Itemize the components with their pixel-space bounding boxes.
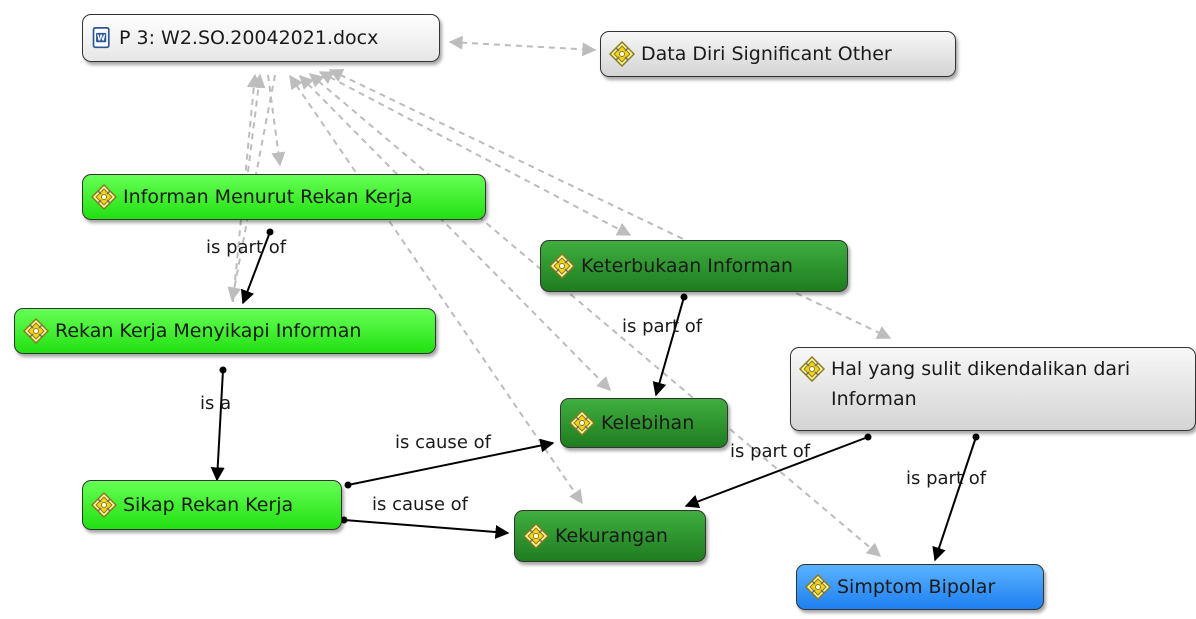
- node-label: Rekan Kerja Menyikapi Informan: [55, 320, 362, 342]
- doc-link-informan-menurut-a: [247, 73, 266, 173]
- edge-sikap-to-kelebihan: [347, 438, 555, 486]
- edge-dot: [344, 481, 352, 489]
- code-diamond-icon: [549, 253, 575, 279]
- code-diamond-icon: [609, 41, 635, 67]
- edge-keterbukaan-to-kelebihan: [652, 296, 685, 397]
- edge-label-is-part-of: is part of: [622, 316, 703, 337]
- edge-halsulit-to-kekurangan: [684, 436, 869, 509]
- word-document-icon: W: [92, 27, 110, 49]
- node-label: Informan Menurut Rekan Kerja: [123, 186, 413, 208]
- edge-label-is-cause-of: is cause of: [395, 432, 491, 453]
- edge-rekan-to-sikap: [210, 369, 225, 482]
- edge-dot: [864, 433, 872, 441]
- document-node[interactable]: W P 3: W2.SO.20042021.docx: [82, 14, 440, 62]
- node-label: Hal yang sulit dikendalikan dari Informa…: [831, 358, 1131, 410]
- node-kekurangan[interactable]: Kekurangan: [514, 510, 706, 562]
- edge-label-is-part-of: is part of: [730, 441, 811, 462]
- node-label: Data Diri Significant Other: [641, 43, 892, 65]
- edge-informan-to-rekan: [240, 231, 271, 305]
- node-sikap-rekan-kerja[interactable]: Sikap Rekan Kerja: [82, 480, 342, 530]
- edge-dot: [680, 293, 688, 301]
- code-diamond-icon: [523, 523, 549, 549]
- code-diamond-icon: [91, 492, 117, 518]
- node-label: Sikap Rekan Kerja: [123, 494, 294, 516]
- code-diamond-icon: [23, 318, 49, 344]
- doc-link-informan-menurut-b: [267, 74, 286, 167]
- code-diamond-icon: [799, 356, 825, 382]
- node-rekan-kerja-menyikapi-informan[interactable]: Rekan Kerja Menyikapi Informan: [14, 308, 436, 354]
- node-label: Kelebihan: [601, 412, 695, 434]
- node-label: Kekurangan: [555, 525, 668, 547]
- edge-label-is-part-of: is part of: [206, 237, 287, 258]
- doc-link-hal-sulit: [328, 69, 892, 339]
- edge-halsulit-to-simptom: [932, 436, 977, 562]
- edge-label-is-cause-of: is cause of: [372, 494, 468, 515]
- node-informan-menurut-rekan-kerja[interactable]: Informan Menurut Rekan Kerja: [82, 174, 486, 220]
- document-node-label: P 3: W2.SO.20042021.docx: [119, 27, 379, 49]
- code-diamond-icon: [91, 184, 117, 210]
- edge-label-is-part-of: is part of: [906, 468, 987, 489]
- edge-dot: [266, 228, 274, 236]
- edge-dot: [972, 433, 980, 441]
- edge-label-is-a: is a: [200, 393, 232, 414]
- node-hal-yang-sulit-dikendalikan[interactable]: Hal yang sulit dikendalikan dari Informa…: [790, 347, 1196, 431]
- node-keterbukaan-informan[interactable]: Keterbukaan Informan: [540, 240, 848, 292]
- code-diamond-icon: [805, 574, 831, 600]
- node-data-diri-significant-other[interactable]: Data Diri Significant Other: [600, 31, 956, 77]
- edge-dot: [340, 516, 348, 524]
- node-label: Keterbukaan Informan: [581, 255, 793, 277]
- edge-dot: [219, 366, 227, 374]
- node-kelebihan[interactable]: Kelebihan: [560, 398, 728, 448]
- node-label: Simptom Bipolar: [837, 576, 996, 598]
- svg-text:W: W: [97, 34, 106, 43]
- doc-link-data-diri: [448, 35, 597, 57]
- edge-sikap-to-kekurangan: [343, 519, 510, 539]
- node-simptom-bipolar[interactable]: Simptom Bipolar: [796, 564, 1044, 610]
- code-diamond-icon: [569, 410, 595, 436]
